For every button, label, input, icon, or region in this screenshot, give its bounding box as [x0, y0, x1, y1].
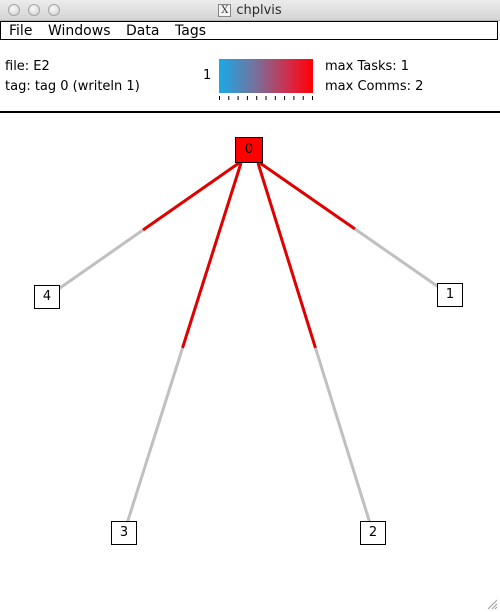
locale-node-3[interactable]: 3 [111, 521, 137, 545]
edge-0-2-hot [256, 162, 317, 349]
close-button-icon[interactable] [8, 4, 20, 16]
scale-min-label: 1 [203, 68, 212, 83]
window-title: chplvis [236, 3, 282, 18]
x11-icon: X [218, 4, 232, 17]
edge-0-3-cold [122, 347, 184, 534]
locale-node-0[interactable]: 0 [235, 137, 263, 163]
menu-bar: File Windows Data Tags [0, 21, 498, 40]
file-label: file: E2 [5, 59, 50, 74]
menu-tags[interactable]: Tags [175, 23, 206, 39]
edge-0-3-hot [181, 162, 243, 349]
minimize-button-icon[interactable] [28, 4, 40, 16]
color-scale-bar [219, 59, 313, 93]
menu-data[interactable]: Data [126, 23, 160, 39]
locale-node-4[interactable]: 4 [34, 285, 60, 309]
edge-0-4-hot [142, 161, 240, 232]
edge-0-4-cold [46, 228, 144, 299]
edge-0-2-cold [314, 347, 375, 534]
edge-0-1-hot [259, 161, 356, 231]
tag-label: tag: tag 0 (writeln 1) [5, 79, 140, 94]
window-titlebar: X chplvis [0, 0, 500, 21]
window-title-group: X chplvis [0, 0, 500, 21]
resize-grip-icon[interactable] [486, 598, 498, 610]
max-tasks-label: max Tasks: 1 [325, 59, 410, 74]
max-comms-label: max Comms: 2 [325, 79, 424, 94]
panel-divider [0, 111, 500, 113]
menu-windows[interactable]: Windows [48, 23, 111, 39]
locale-node-1[interactable]: 1 [437, 283, 463, 307]
locale-node-2[interactable]: 2 [360, 521, 386, 545]
menu-file[interactable]: File [9, 23, 33, 39]
edge-0-1-cold [354, 227, 451, 297]
zoom-button-icon[interactable] [48, 4, 60, 16]
